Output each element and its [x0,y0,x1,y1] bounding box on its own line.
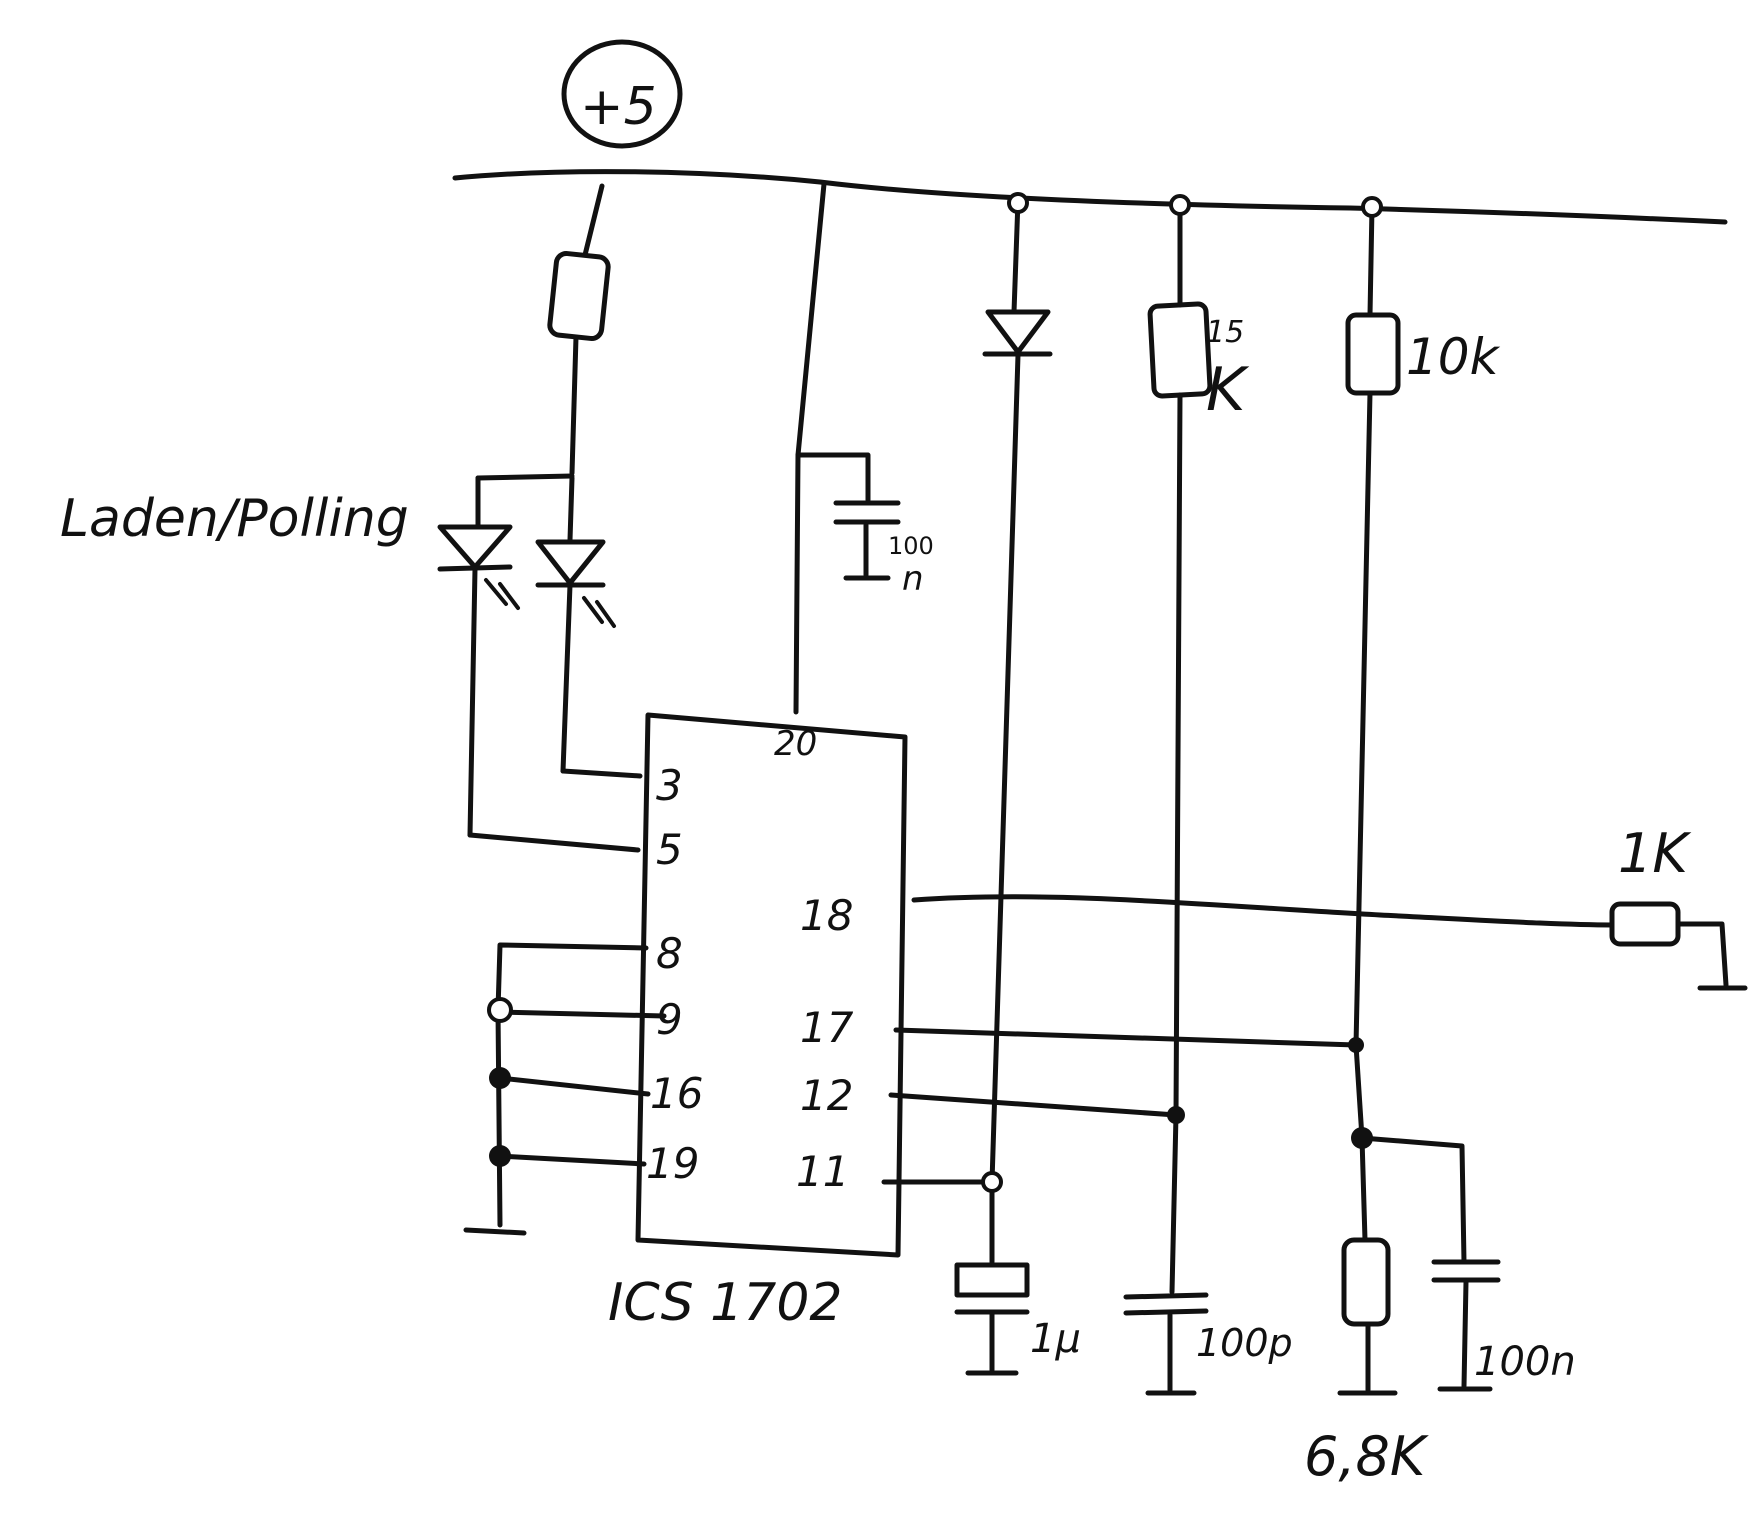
pin-16: 16 [650,1069,703,1118]
pin-19: 19 [646,1139,699,1188]
r15k-column [888,194,1213,1396]
ground-pins-wiring [463,942,667,1236]
r-15k-unit: K [1206,355,1250,425]
vcc-pin20-wire [793,181,901,715]
led-label: Laden/Polling [60,489,409,549]
pin18-1k-wiring [911,894,1748,991]
pin-12: 12 [800,1071,853,1120]
ic-body [635,712,908,1258]
c-decouple-unit: n [902,559,924,599]
ic-name: ICS 1702 [608,1273,842,1333]
c-100p-value: 100p [1196,1321,1293,1365]
c-100n-value: 100n [1474,1339,1576,1385]
pin-20: 20 [774,724,817,764]
pin-5: 5 [656,825,683,874]
r-6k8-value: 6,8K [1304,1425,1429,1488]
r10k-column [893,196,1501,1396]
pin-3: 3 [656,761,683,810]
c-decouple-value: 100 [888,532,934,560]
led-series-resistor [547,183,611,476]
r-1k-value: 1K [1618,822,1691,885]
r-10k-value: 10k [1406,328,1501,386]
supply-label: +5 [580,77,657,137]
pin-11: 11 [796,1147,849,1196]
supply-symbol: +5 [561,39,683,149]
led-pair [437,473,643,853]
c-1u-value: 1µ [1030,1316,1081,1362]
pin-8: 8 [656,929,683,978]
diode-column [881,192,1053,1376]
supply-rail [452,169,1728,225]
r-15k-value: 15 [1206,315,1244,350]
pin-9: 9 [656,995,683,1044]
pin-18: 18 [800,891,853,940]
pin-17: 17 [800,1003,854,1052]
